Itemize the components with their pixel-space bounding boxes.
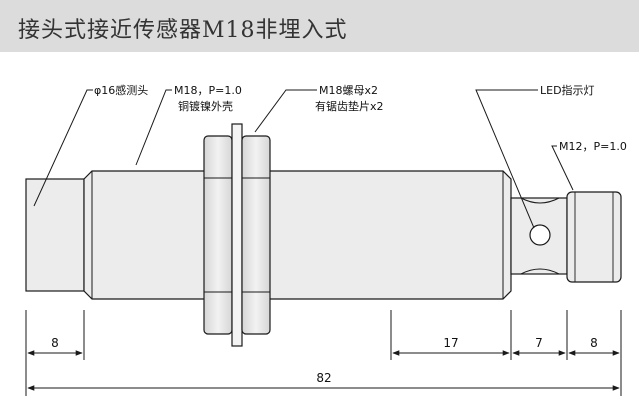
- dim-connector-label: 8: [590, 336, 598, 350]
- dim-total-label: 82: [316, 371, 331, 385]
- thread-callout-line2: 铜镀镍外壳: [178, 99, 233, 113]
- nut-front: [203, 135, 233, 335]
- nut-callout-line2: 有锯齿垫片x2: [315, 99, 384, 113]
- connector-callout: M12，P=1.0: [559, 140, 627, 153]
- serrated-washer: [231, 123, 243, 347]
- probe-head: [25, 178, 85, 292]
- probe-callout: φ16感测头: [94, 84, 148, 97]
- thread-callout-line1: M18，P=1.0: [174, 84, 242, 97]
- nut-callout-line1: M18螺母x2: [319, 84, 378, 97]
- extension-lines: [25, 310, 622, 396]
- led-callout: LED指示灯: [540, 83, 595, 97]
- nut-rear: [241, 135, 271, 335]
- title-bar: 接头式接近传感器M18非埋入式: [0, 0, 639, 52]
- led-indicator-icon: [529, 224, 551, 246]
- m12-connector: [566, 191, 622, 283]
- threaded-body: [83, 170, 512, 300]
- dim-rear-body-label: 17: [443, 336, 458, 350]
- dim-probe-label: 8: [51, 336, 59, 350]
- page-title: 接头式接近传感器M18非埋入式: [18, 18, 348, 43]
- dim-neck-label: 7: [535, 336, 543, 350]
